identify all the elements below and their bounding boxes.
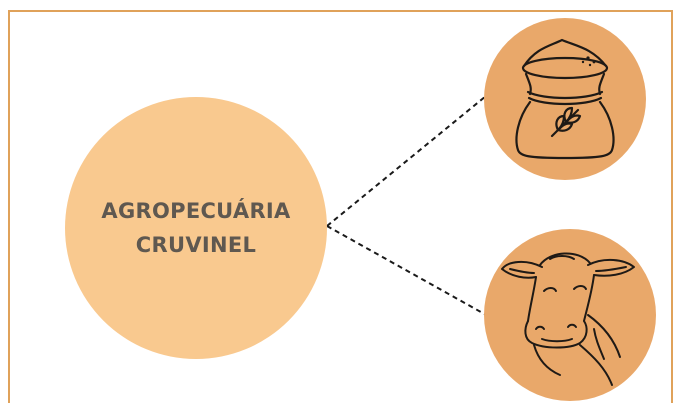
cow-node [484,229,656,401]
connector-to-sack [326,95,487,227]
sack-node [484,18,646,180]
center-node-line1: AGROPECUÁRIA [101,199,291,223]
diagram-frame [8,10,673,403]
grain-sack-icon [515,38,615,160]
center-node: AGROPECUÁRIA CRUVINEL [65,97,327,359]
center-node-line2: CRUVINEL [135,233,257,257]
connector-to-cow [326,225,489,317]
cow-head-icon [501,252,635,386]
